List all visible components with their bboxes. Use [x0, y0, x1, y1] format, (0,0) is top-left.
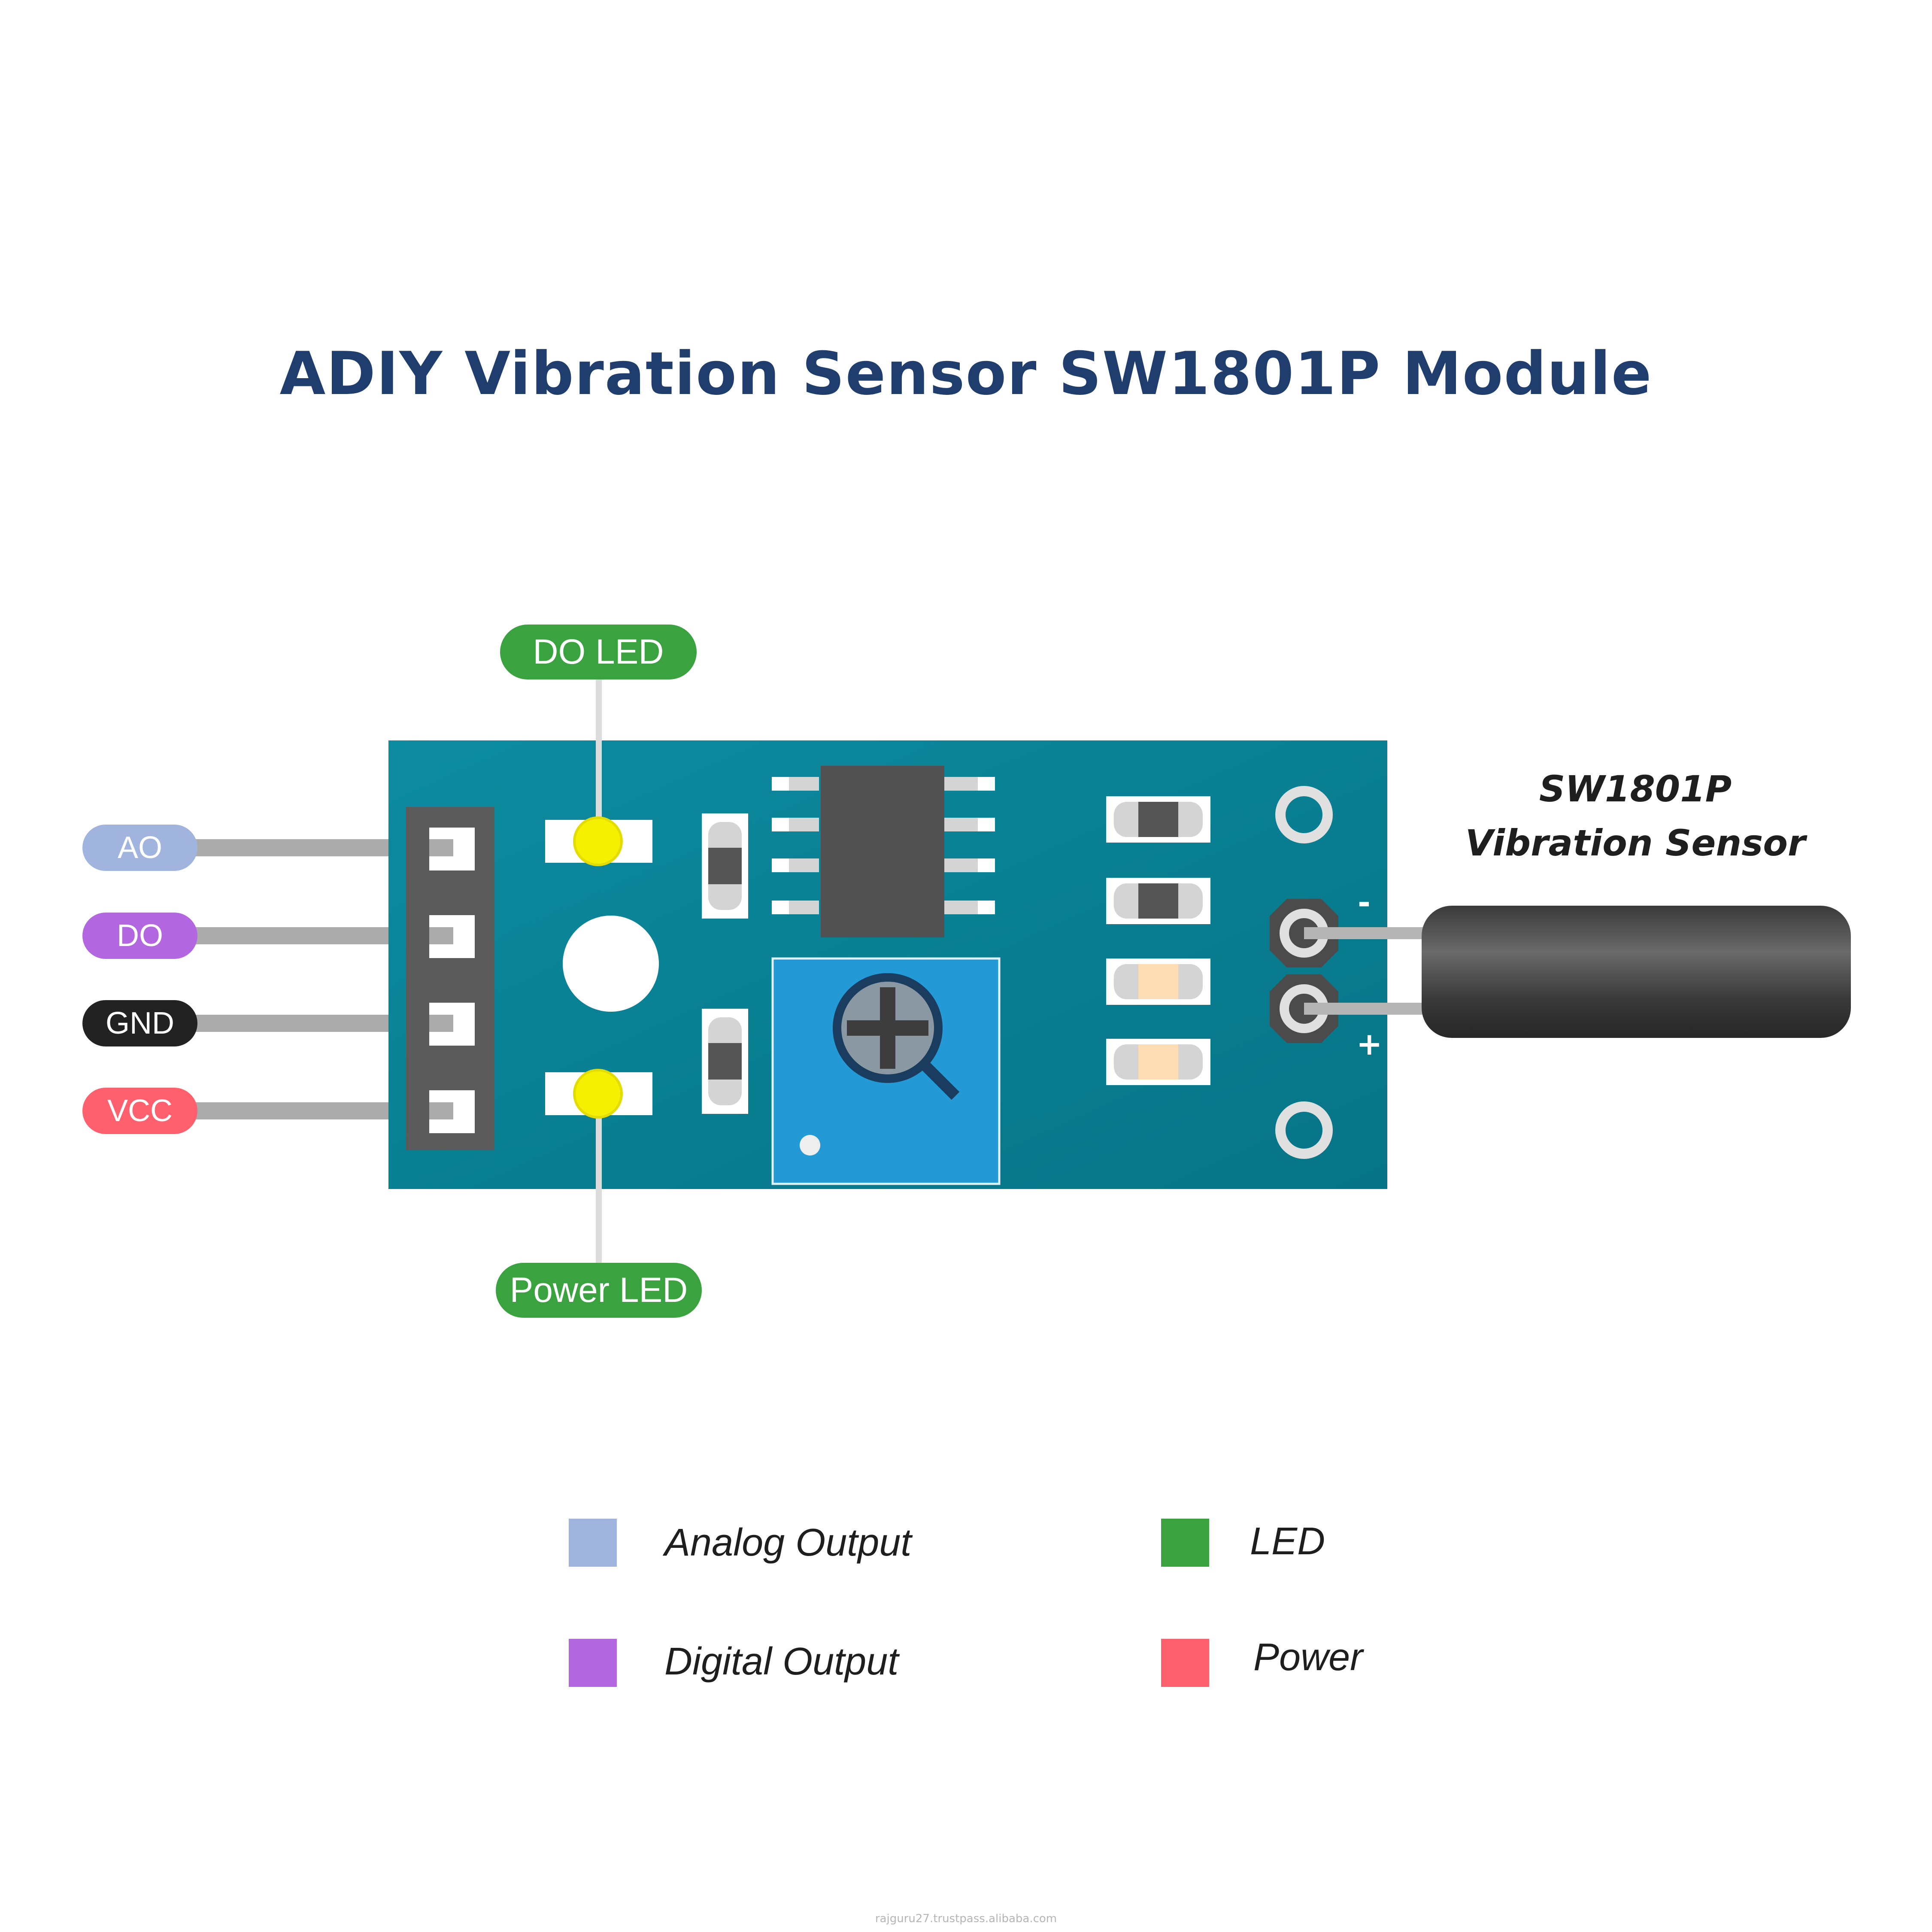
- vibration-sensor-body: [1422, 906, 1851, 1038]
- power-led-leader: [596, 1099, 602, 1266]
- smd-capacitor-2: [1106, 1039, 1210, 1085]
- page-title: ADIY Vibration Sensor SW1801P Module: [279, 339, 1653, 408]
- smd-resistor-1: [1106, 796, 1210, 843]
- pin-label-vcc: VCC: [82, 1088, 197, 1134]
- legend-label-digital: Digital Output: [664, 1640, 899, 1683]
- mounting-hole-bottom-right: [1275, 1101, 1333, 1159]
- mounting-hole-left: [563, 916, 659, 1012]
- smd-resistor-lower: [702, 1009, 748, 1114]
- smd-resistor-upper: [702, 813, 748, 919]
- legend-swatch-analog: [569, 1519, 617, 1567]
- pin-label-do: DO: [82, 913, 197, 959]
- credit-watermark: rajguru27.trustpass.alibaba.com: [875, 1912, 1057, 1925]
- legend-swatch-digital: [569, 1639, 617, 1687]
- mounting-hole-top-right: [1275, 786, 1333, 843]
- sensor-minus-sign: -: [1358, 884, 1371, 920]
- legend-swatch-led: [1161, 1519, 1209, 1567]
- sensor-plus-sign: +: [1356, 1026, 1383, 1062]
- legend-label-analog: Analog Output: [664, 1521, 912, 1564]
- power-led: [573, 1069, 623, 1119]
- smd-resistor-2: [1106, 878, 1210, 924]
- sensor-label: SW1801P Vibration Sensor: [1429, 762, 1841, 870]
- sensor-lead-plus: [1304, 1003, 1441, 1015]
- power-led-label: Power LED: [496, 1263, 702, 1318]
- smd-capacitor-1: [1106, 958, 1210, 1005]
- legend-swatch-power: [1161, 1639, 1209, 1687]
- pin-header: [406, 807, 494, 1150]
- do-led-leader: [596, 678, 602, 841]
- pin-label-gnd: GND: [82, 1000, 197, 1046]
- sensor-lead-minus: [1304, 927, 1441, 939]
- comparator-ic: [772, 766, 995, 937]
- do-led-label: DO LED: [500, 625, 697, 679]
- do-led: [573, 816, 623, 866]
- sensor-label-name: Vibration Sensor: [1465, 822, 1806, 864]
- sensor-label-model: SW1801P: [1539, 768, 1732, 810]
- potentiometer: [771, 957, 1001, 1185]
- legend-label-led: LED: [1250, 1520, 1325, 1563]
- legend-label-power: Power: [1253, 1636, 1363, 1679]
- pin-label-ao: AO: [82, 825, 197, 871]
